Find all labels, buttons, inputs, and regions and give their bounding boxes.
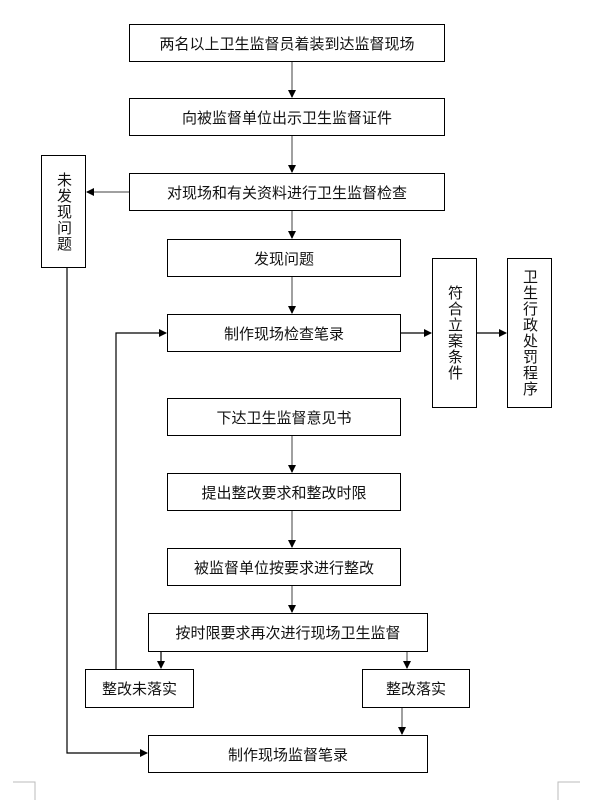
node-rectify-requirements: 提出整改要求和整改时限 xyxy=(167,473,401,511)
page-corner-mark-right xyxy=(557,781,580,800)
node-label: 两名以上卫生监督员着装到达监督现场 xyxy=(159,34,415,53)
node-supervision-record: 制作现场监督笔录 xyxy=(148,735,428,773)
node-arrive: 两名以上卫生监督员着装到达监督现场 xyxy=(129,24,445,62)
node-label: 整改落实 xyxy=(385,680,446,698)
node-label: 制作现场检查笔录 xyxy=(223,324,344,343)
node-label: 未发现问题 xyxy=(55,171,73,252)
node-label: 下达卫生监督意见书 xyxy=(216,408,352,427)
node-label: 卫生行政处罚程序 xyxy=(521,269,539,397)
edge-not-rectified-record-loop xyxy=(115,329,167,669)
node-rectified: 整改落实 xyxy=(362,669,470,708)
node-show-id: 向被监督单位出示卫生监督证件 xyxy=(129,98,445,136)
node-inspection-record: 制作现场检查笔录 xyxy=(167,314,401,352)
node-label: 被监督单位按要求进行整改 xyxy=(193,558,374,577)
node-unit-rectifies: 被监督单位按要求进行整改 xyxy=(167,548,401,586)
node-label: 整改未落实 xyxy=(101,680,177,698)
page-corner-mark-left xyxy=(13,781,36,800)
node-label: 符合立案条件 xyxy=(446,285,464,381)
node-found-problem: 发现问题 xyxy=(167,239,401,277)
edge-no-problem-supervision-record xyxy=(66,268,148,757)
node-no-problem: 未发现问题 xyxy=(41,155,86,268)
node-penalty-procedure: 卫生行政处罚程序 xyxy=(507,258,552,408)
node-issue-opinion: 下达卫生监督意见书 xyxy=(167,398,401,436)
node-label: 制作现场监督笔录 xyxy=(227,745,348,764)
node-label: 对现场和有关资料进行卫生监督检查 xyxy=(166,183,407,202)
node-not-rectified: 整改未落实 xyxy=(85,669,194,708)
node-label: 提出整改要求和整改时限 xyxy=(201,483,367,502)
node-inspect: 对现场和有关资料进行卫生监督检查 xyxy=(129,173,445,211)
node-meets-case: 符合立案条件 xyxy=(432,258,477,408)
node-recheck: 按时限要求再次进行现场卫生监督 xyxy=(148,613,428,652)
node-label: 向被监督单位出示卫生监督证件 xyxy=(181,108,392,127)
node-label: 发现问题 xyxy=(253,249,314,268)
node-label: 按时限要求再次进行现场卫生监督 xyxy=(175,624,401,642)
